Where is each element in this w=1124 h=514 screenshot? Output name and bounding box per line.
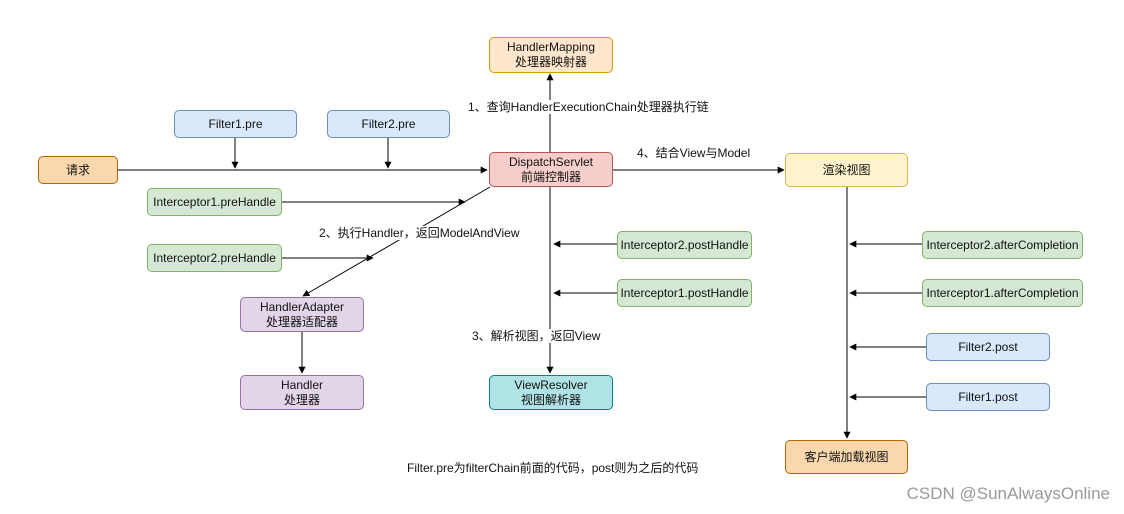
interceptor1-aftercompletion-node: Interceptor1.afterCompletion [922, 279, 1083, 307]
view-resolver-node: ViewResolver 视图解析器 [489, 375, 613, 410]
interceptor2-posthandle-label: Interceptor2.postHandle [620, 237, 749, 252]
step2-label: 2、执行Handler，返回ModelAndView [319, 226, 520, 240]
handler-adapter-node: HandlerAdapter 处理器适配器 [240, 297, 364, 332]
render-view-label: 渲染视图 [822, 162, 871, 177]
interceptor1-prehandle-label: Interceptor1.preHandle [153, 194, 276, 209]
client-load-view-label: 客户端加载视图 [804, 449, 889, 464]
handler-node: Handler 处理器 [240, 375, 364, 410]
dispatch-servlet-node: DispatchServlet 前端控制器 [489, 152, 613, 187]
dispatch-servlet-subtitle: 前端控制器 [520, 169, 581, 184]
handler-mapping-title: HandlerMapping [506, 40, 596, 54]
filter1-pre-node: Filter1.pre [174, 110, 297, 138]
filter2-pre-node: Filter2.pre [327, 110, 450, 138]
watermark: CSDN @SunAlwaysOnline [906, 484, 1110, 503]
request-label: 请求 [65, 162, 90, 177]
filter2-pre-label: Filter2.pre [361, 116, 416, 131]
dispatch-servlet-title: DispatchServlet [508, 154, 594, 169]
interceptor2-aftercompletion-node: Interceptor2.afterCompletion [922, 231, 1083, 259]
render-view-node: 渲染视图 [785, 153, 908, 187]
interceptor1-aftercompletion-label: Interceptor1.afterCompletion [926, 285, 1079, 300]
handler-adapter-subtitle: 处理器适配器 [265, 314, 338, 329]
filter2-post-node: Filter2.post [926, 333, 1050, 361]
interceptor1-prehandle-node: Interceptor1.preHandle [147, 188, 282, 216]
interceptor2-prehandle-label: Interceptor2.preHandle [153, 250, 276, 265]
filter1-post-node: Filter1.post [926, 383, 1050, 411]
handler-mapping-subtitle: 处理器映射器 [514, 55, 587, 69]
handler-title: Handler [280, 377, 324, 392]
footnote: Filter.pre为filterChain前面的代码，post则为之后的代码 [407, 461, 699, 475]
client-load-view-node: 客户端加载视图 [785, 440, 908, 474]
filter1-pre-label: Filter1.pre [208, 116, 263, 131]
edge-dispatch-to-adapter [302, 186, 491, 297]
view-resolver-subtitle: 视图解析器 [520, 392, 581, 407]
handler-mapping-node: HandlerMapping 处理器映射器 [489, 37, 613, 73]
step1-label: 1、查询HandlerExecutionChain处理器执行链 [468, 100, 709, 114]
interceptor1-posthandle-label: Interceptor1.postHandle [620, 285, 749, 300]
interceptor2-prehandle-node: Interceptor2.preHandle [147, 244, 282, 272]
interceptor2-posthandle-node: Interceptor2.postHandle [617, 231, 752, 259]
handler-adapter-title: HandlerAdapter [259, 299, 345, 314]
filter2-post-label: Filter2.post [958, 339, 1018, 354]
step4-label: 4、结合View与Model [637, 146, 751, 160]
interceptor1-posthandle-node: Interceptor1.postHandle [617, 279, 752, 307]
step3-label: 3、解析视图，返回View [472, 329, 601, 343]
handler-subtitle: 处理器 [283, 392, 320, 407]
view-resolver-title: ViewResolver [514, 377, 588, 392]
interceptor2-aftercompletion-label: Interceptor2.afterCompletion [926, 237, 1079, 252]
filter1-post-label: Filter1.post [958, 389, 1018, 404]
request-node: 请求 [38, 156, 118, 184]
